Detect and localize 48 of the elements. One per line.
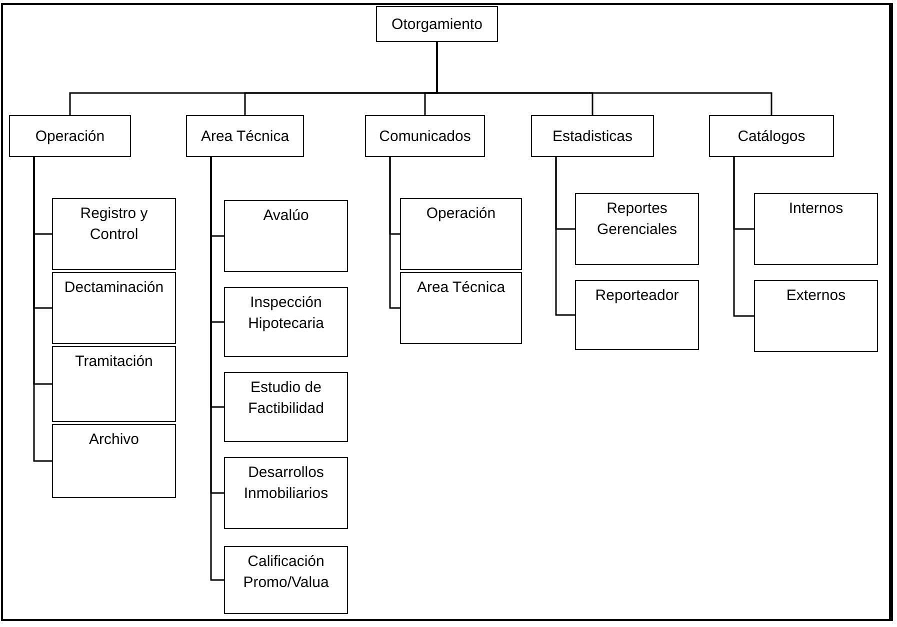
org-box <box>754 193 878 265</box>
connector-line <box>389 157 400 309</box>
box-label: Comunicados <box>379 126 471 146</box>
org-box <box>400 272 522 344</box>
box-label: Tramitación <box>75 352 153 372</box>
connector-line <box>436 42 772 115</box>
box-label: Reportes Gerenciales <box>596 199 678 240</box>
connector-line <box>210 157 224 581</box>
box-label: Estudio de Factibilidad <box>247 378 325 419</box>
box-label: Catálogos <box>738 126 806 146</box>
org-box <box>709 115 834 157</box>
connector-line <box>733 157 754 317</box>
box-label: Calificación Promo/Valua <box>242 552 330 593</box>
box-label: Operación <box>426 204 496 224</box>
box-label: Dectaminación <box>64 278 164 298</box>
box-label: Otorgamiento <box>392 14 482 34</box>
box-label: Area Técnica <box>416 278 506 298</box>
org-box <box>52 198 176 270</box>
connector-line <box>33 157 52 462</box>
org-box <box>376 6 498 42</box>
org-box <box>754 280 878 352</box>
org-box <box>52 424 176 498</box>
org-box <box>224 546 348 614</box>
org-box <box>400 198 522 270</box>
box-label: Operación <box>35 126 105 146</box>
box-label: Estadisticas <box>552 126 633 146</box>
box-label: Archivo <box>88 430 140 450</box>
org-box <box>575 193 699 265</box>
box-label: Registro y Control <box>79 204 149 245</box>
org-box <box>224 287 348 357</box>
box-label: Reporteador <box>595 286 679 306</box>
org-box <box>52 346 176 422</box>
org-box <box>224 457 348 529</box>
box-label: Area Técnica <box>200 126 290 146</box>
org-box <box>365 115 485 157</box>
box-label: Avalúo <box>263 206 309 226</box>
org-box <box>575 280 699 350</box>
box-label: Externos <box>786 286 846 306</box>
org-box <box>186 115 304 157</box>
org-box <box>224 200 348 272</box>
box-label: Desarrollos Inmobiliarios <box>242 463 330 504</box>
org-box <box>52 272 176 344</box>
org-box <box>9 115 131 157</box>
box-label: Internos <box>788 199 844 219</box>
org-box <box>531 115 654 157</box>
org-box <box>224 372 348 442</box>
box-label: Inspección Hipotecaria <box>247 293 325 334</box>
connector-line <box>555 157 575 316</box>
